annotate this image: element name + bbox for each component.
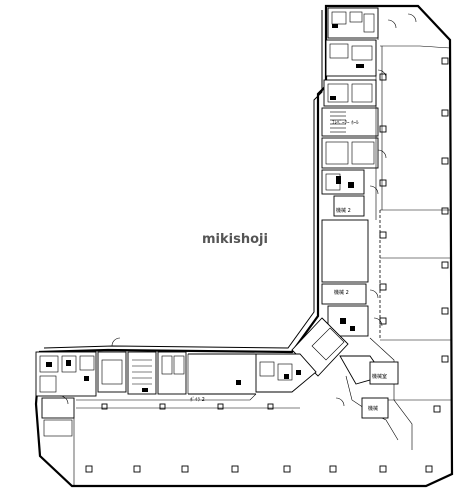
label-boiler: ﾎﾞｲﾗ 2 bbox=[190, 396, 205, 403]
label-room-2-upper: 機械 2 bbox=[336, 207, 351, 214]
label-machine: 機械 bbox=[368, 405, 378, 412]
label-machine-room: 機械室 bbox=[372, 373, 387, 380]
elbow-core bbox=[255, 317, 399, 441]
horizontal-core bbox=[35, 351, 300, 486]
vertical-core bbox=[321, 7, 379, 337]
room-labels: ｴﾚﾍﾞｰﾀｰ ﾎｰﾙ 機械 2 機械 2 ﾎﾞｲﾗ 2 機械室 機械 bbox=[190, 119, 387, 412]
watermark: mikishoji bbox=[202, 232, 268, 247]
label-elevator-hall: ｴﾚﾍﾞｰﾀｰ ﾎｰﾙ bbox=[332, 119, 359, 126]
door-swings bbox=[59, 13, 417, 407]
structural-columns bbox=[85, 57, 449, 473]
label-room-2-lower: 機械 2 bbox=[334, 289, 349, 296]
right-office-partitions bbox=[369, 45, 452, 450]
